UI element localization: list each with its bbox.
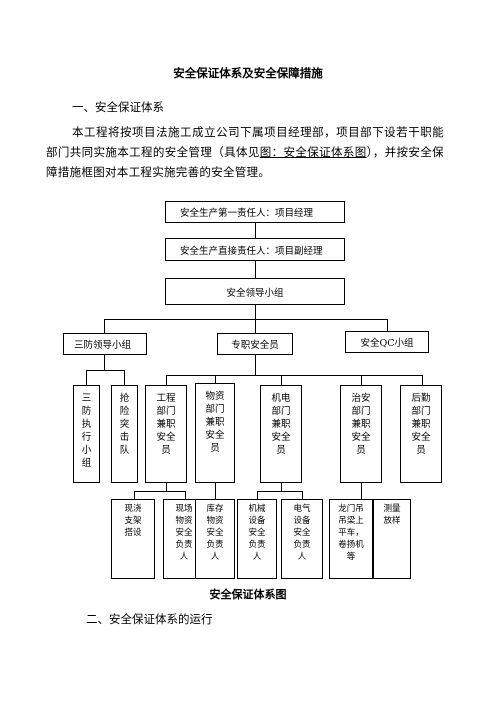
connector — [255, 355, 256, 375]
security-dept-safety-officer-box: 治安部门兼职安全员 — [340, 385, 382, 483]
connector — [86, 370, 124, 371]
connector — [302, 491, 303, 499]
connector — [166, 375, 422, 376]
scaffold-erection-box: 现浇支架搭设 — [111, 499, 155, 579]
connector — [257, 491, 303, 492]
box-label: 现浇支架搭设 — [124, 504, 142, 538]
electrical-equipment-safety-lead-box: 电气设备安全负责人 — [281, 499, 323, 579]
connector — [281, 483, 282, 491]
flood-execution-team-box: 三防执行小组 — [73, 385, 100, 483]
connector — [134, 491, 135, 499]
machinery-safety-lead-box: 机械设备安全负责人 — [237, 499, 277, 579]
connector — [255, 319, 256, 333]
connector — [124, 370, 125, 385]
connector — [255, 223, 256, 238]
emergency-rescue-team-box: 抢险突击队 — [111, 385, 138, 483]
box-label: 后勤部门兼职安全员 — [411, 393, 431, 456]
connector — [86, 370, 87, 385]
logistics-dept-safety-officer-box: 后勤部门兼职安全员 — [400, 385, 442, 483]
connector — [104, 355, 105, 370]
warehouse-materials-safety-lead-box: 库存物资安全负责人 — [195, 499, 235, 579]
box-label: 库存物资安全负责人 — [206, 504, 224, 562]
box-label: 三防执行小组 — [81, 393, 92, 469]
document-title: 安全保证体系及安全保障措施 — [173, 66, 323, 80]
connector — [257, 491, 258, 499]
box-label: 机电部门兼职安全员 — [271, 393, 291, 456]
connector — [422, 375, 423, 385]
box-label: 现场物资安全负责人 — [175, 504, 193, 562]
connector — [104, 319, 387, 320]
box-label: 测量放样 — [383, 504, 401, 526]
paragraph-text-1: 本工程将按项目法施工成立公司下属项目经理部，项目部下设若干职能部门共同实施本工程… — [46, 125, 444, 159]
connector — [215, 483, 216, 499]
diagram-caption: 安全保证体系图 — [209, 588, 287, 601]
connector — [104, 319, 105, 333]
connector — [387, 319, 388, 331]
box-label: 治安部门兼职安全员 — [351, 393, 371, 456]
section-heading-2: 二、安全保证体系的运行 — [86, 612, 213, 626]
connector — [255, 261, 256, 278]
engineering-dept-safety-officer-box: 工程部门兼职安全员 — [145, 385, 187, 483]
gantry-crane-hoist-box: 龙门吊吊梁上平车，卷扬机等 — [329, 499, 373, 579]
box-label: 物资部门兼职安全员 — [205, 391, 225, 454]
diagram-reference-link[interactable]: 图：安全保证体系图 — [259, 145, 367, 159]
connector — [281, 375, 282, 385]
connector — [361, 483, 362, 499]
connector — [185, 491, 186, 499]
box-label: 抢险突击队 — [119, 393, 130, 456]
box-label: 龙门吊吊梁上平车，卷扬机等 — [338, 504, 364, 562]
mechanical-electrical-dept-safety-officer-box: 机电部门兼职安全员 — [260, 385, 302, 483]
connector — [166, 375, 167, 385]
paragraph-text-2: ），并按安全保障措施框图对本工程实施完善的安全管理。 — [46, 145, 444, 179]
survey-layout-box: 测量放样 — [373, 499, 411, 579]
connector — [255, 305, 256, 319]
box-label: 机械设备安全负责人 — [248, 504, 266, 562]
first-responsible-person-box: 安全生产第一责任人：项目经理 — [165, 201, 345, 223]
safety-leadership-group-box: 安全领导小组 — [165, 278, 345, 305]
full-time-safety-officer-box: 专职安全员 — [217, 333, 293, 355]
intro-paragraph: 本工程将按项目法施工成立公司下属项目经理部，项目部下设若干职能部门共同实施本工程… — [46, 122, 444, 182]
safety-qc-group-box: 安全QC小组 — [345, 331, 429, 353]
materials-dept-safety-officer-box: 物资部门兼职安全员 — [195, 383, 235, 483]
box-label: 工程部门兼职安全员 — [156, 393, 176, 456]
connector — [134, 491, 186, 492]
connector — [215, 375, 216, 383]
connector — [361, 375, 362, 385]
section-heading-1: 一、安全保证体系 — [72, 100, 164, 114]
connector — [166, 483, 167, 491]
direct-responsible-person-box: 安全生产直接责任人：项目副经理 — [165, 238, 345, 261]
box-label: 电气设备安全负责人 — [293, 504, 311, 562]
flood-prevention-group-box: 三防领导小组 — [63, 333, 147, 355]
